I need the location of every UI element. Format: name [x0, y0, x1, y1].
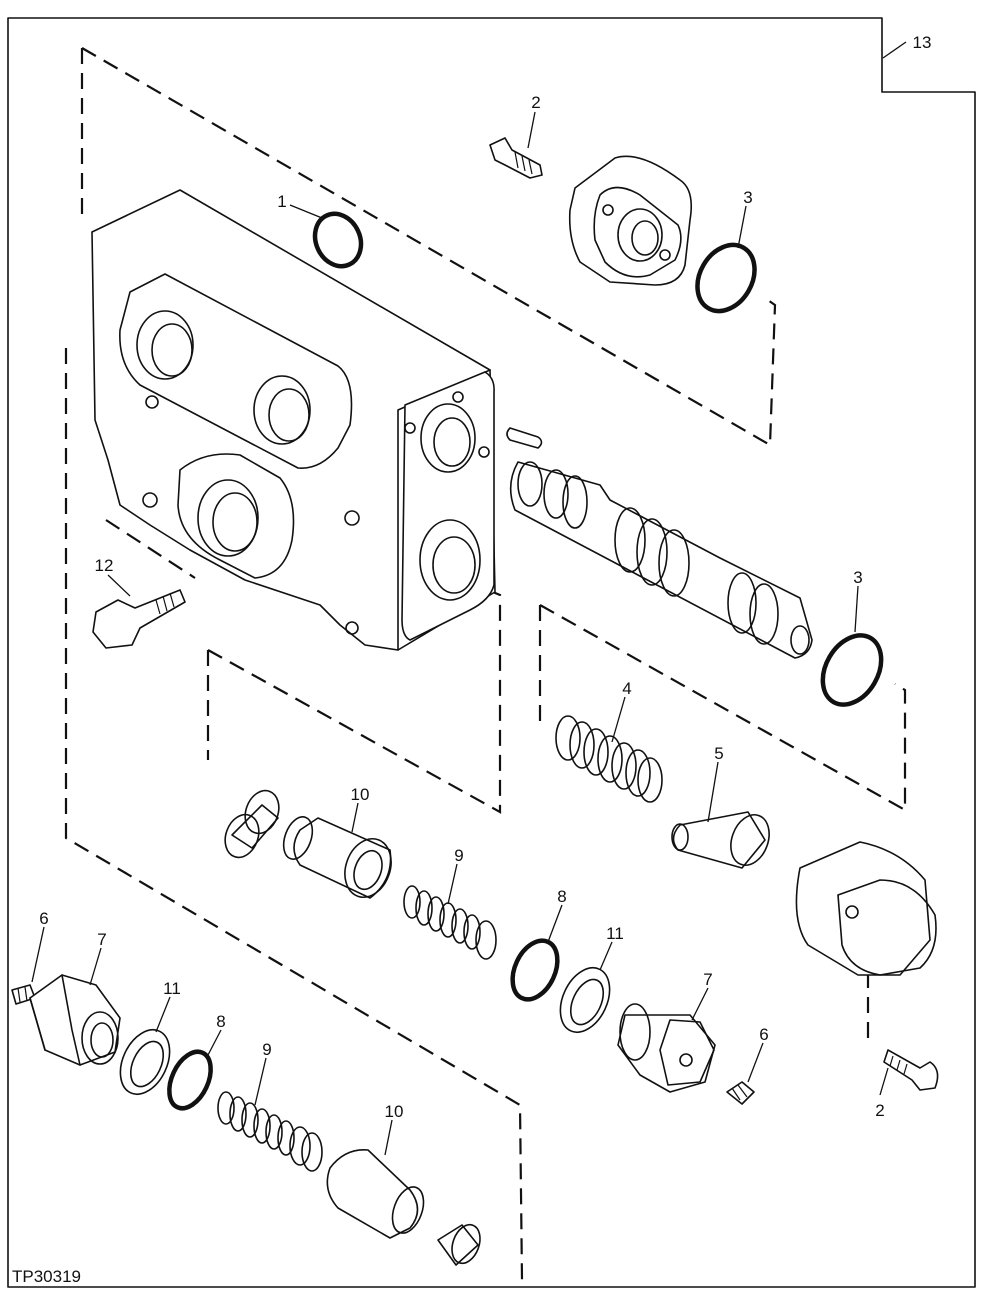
dashed-guide-right [538, 604, 907, 812]
o-ring-8-center [510, 938, 560, 1002]
callout-7-right: 7 [703, 970, 712, 989]
callout-3-upper: 3 [743, 188, 752, 207]
end-cap [795, 841, 937, 976]
callout-8-center: 8 [557, 887, 566, 906]
callout-labels: 1 2 3 3 4 5 10 9 8 11 7 6 2 6 7 11 8 9 1… [39, 33, 931, 1121]
spool-pin [506, 427, 543, 449]
callout-9-left: 9 [262, 1040, 271, 1059]
sleeve-center [224, 789, 280, 859]
callout-13: 13 [913, 33, 932, 52]
spring-4 [555, 715, 663, 803]
spring-9-left [217, 1091, 323, 1172]
plug-7-right [617, 1003, 716, 1093]
callout-10-center: 10 [351, 785, 370, 804]
callout-9-center: 9 [454, 846, 463, 865]
spring-9-center [403, 885, 497, 960]
callout-10-lower: 10 [385, 1102, 404, 1121]
frame-border [7, 17, 976, 1288]
leader-lines [31, 41, 907, 1156]
plunger-5 [671, 811, 770, 869]
callout-11-center: 11 [606, 924, 624, 943]
cap-screw-upper [489, 137, 543, 179]
callout-6-left: 6 [39, 909, 48, 928]
o-ring-3-upper [695, 242, 757, 314]
plug-7-left [29, 974, 121, 1066]
sleeve-lower [437, 1223, 481, 1266]
o-ring-8-left [167, 1049, 213, 1111]
figure-code: TP30319 [12, 1267, 81, 1286]
upper-cover [568, 155, 693, 286]
o-ring-3-lower [820, 633, 884, 707]
valve-spool [509, 461, 813, 659]
washer-11-left [119, 1029, 171, 1095]
callout-11-left: 11 [163, 979, 181, 998]
callout-12: 12 [95, 556, 114, 575]
valve-housing [91, 189, 496, 651]
callout-2-upper: 2 [531, 93, 540, 112]
washer-11-center [559, 967, 611, 1033]
callout-2-lower: 2 [875, 1101, 884, 1120]
callout-1: 1 [277, 192, 286, 211]
setscrew-6-right [726, 1081, 755, 1105]
callout-8-left: 8 [216, 1012, 225, 1031]
piston-10-lower [326, 1149, 425, 1239]
bolt-12 [92, 589, 186, 649]
dashed-guide-upper [80, 47, 777, 447]
callout-5: 5 [714, 744, 723, 763]
callout-4: 4 [622, 679, 631, 698]
o-ring-1 [312, 211, 364, 269]
dashed-guide-bolt [105, 519, 196, 579]
callout-3-lower: 3 [853, 568, 862, 587]
cap-screw-lower [883, 1049, 939, 1091]
callout-7-left: 7 [97, 930, 106, 949]
callout-6-right: 6 [759, 1025, 768, 1044]
piston-10-center [282, 816, 392, 899]
dashed-guide-left [64, 348, 524, 1281]
